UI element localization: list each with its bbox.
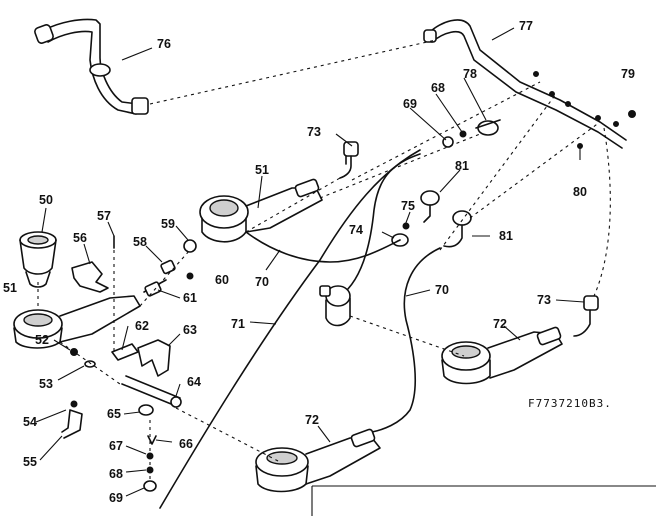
part-54: [70, 400, 78, 408]
rod-part-64: [121, 375, 182, 408]
callout-52: 52: [35, 332, 49, 347]
burner-part-51-left: [13, 295, 141, 349]
callout-81-upper: 81: [455, 158, 469, 173]
callout-62: 62: [135, 318, 149, 333]
orifice-part-73-right: [573, 295, 599, 337]
callout-64: 64: [187, 374, 201, 389]
bracket-part-56: [71, 261, 109, 293]
callout-74: 74: [349, 222, 363, 237]
assembly-lines: [37, 39, 611, 480]
callout-69-upper: 69: [403, 96, 417, 111]
callout-56: 56: [73, 230, 87, 245]
callout-75: 75: [401, 198, 415, 213]
callout-50: 50: [39, 192, 53, 207]
orifice-part-73-upper: [339, 141, 359, 179]
part-69: [143, 480, 157, 492]
callout-59: 59: [161, 216, 175, 231]
burner-part-72-right: [441, 326, 563, 385]
manifold-pipe-part-77: [423, 19, 627, 149]
center-valve: [319, 285, 351, 327]
callout-53: 53: [39, 376, 53, 391]
callout-51-upper: 51: [255, 162, 269, 177]
callout-66: 66: [179, 436, 193, 451]
callout-80: 80: [573, 184, 587, 199]
part-66: [147, 435, 157, 445]
part-65: [138, 404, 154, 416]
callout-65: 65: [107, 406, 121, 421]
tube-part-70-right: [371, 247, 441, 433]
tube-part-70-left: [245, 231, 401, 263]
valve-part-78: [442, 119, 501, 148]
callout-68-lower: 68: [109, 466, 123, 481]
callout-55: 55: [23, 454, 37, 469]
callout-70-left: 70: [255, 274, 269, 289]
callout-76: 76: [157, 36, 171, 51]
callout-78: 78: [463, 66, 477, 81]
clip-part-55: [61, 409, 83, 439]
callout-79: 79: [621, 66, 635, 81]
bracket-part-62: [111, 343, 139, 361]
callout-54: 54: [23, 414, 37, 429]
parts-58-61: [143, 239, 197, 297]
tube-part-76: [34, 18, 149, 115]
valve-part-81-upper: [420, 190, 440, 223]
burner-cap-part-50: [19, 231, 57, 288]
callout-63: 63: [183, 322, 197, 337]
callout-61: 61: [183, 290, 197, 305]
callout-73-upper: 73: [307, 124, 321, 139]
part-52: [70, 348, 78, 356]
tube-part-74: [339, 153, 421, 297]
callout-68-upper: 68: [431, 80, 445, 95]
part-53: [84, 360, 96, 368]
callout-72-right: 72: [493, 316, 507, 331]
callout-71: 71: [231, 316, 245, 331]
burner-part-72-bottom: [255, 428, 381, 493]
callout-67: 67: [109, 438, 123, 453]
leader-lines: [35, 27, 585, 497]
valve-part-81-lower: [443, 210, 472, 248]
callout-73-right: 73: [537, 292, 551, 307]
frame-edge: [311, 485, 656, 516]
tube-part-71: [159, 149, 421, 509]
bracket-part-63: [137, 339, 171, 377]
callout-60: 60: [215, 272, 229, 287]
callout-51-left: 51: [3, 280, 17, 295]
screw-part-79: [628, 110, 636, 118]
callout-57: 57: [97, 208, 111, 223]
callout-81-lower: 81: [499, 228, 513, 243]
callout-77: 77: [519, 18, 533, 33]
callout-69-lower: 69: [109, 490, 123, 505]
drawing-code: F7737210B3.: [528, 397, 612, 410]
callout-70-right: 70: [435, 282, 449, 297]
callout-72-bottom: 72: [305, 412, 319, 427]
callout-58: 58: [133, 234, 147, 249]
